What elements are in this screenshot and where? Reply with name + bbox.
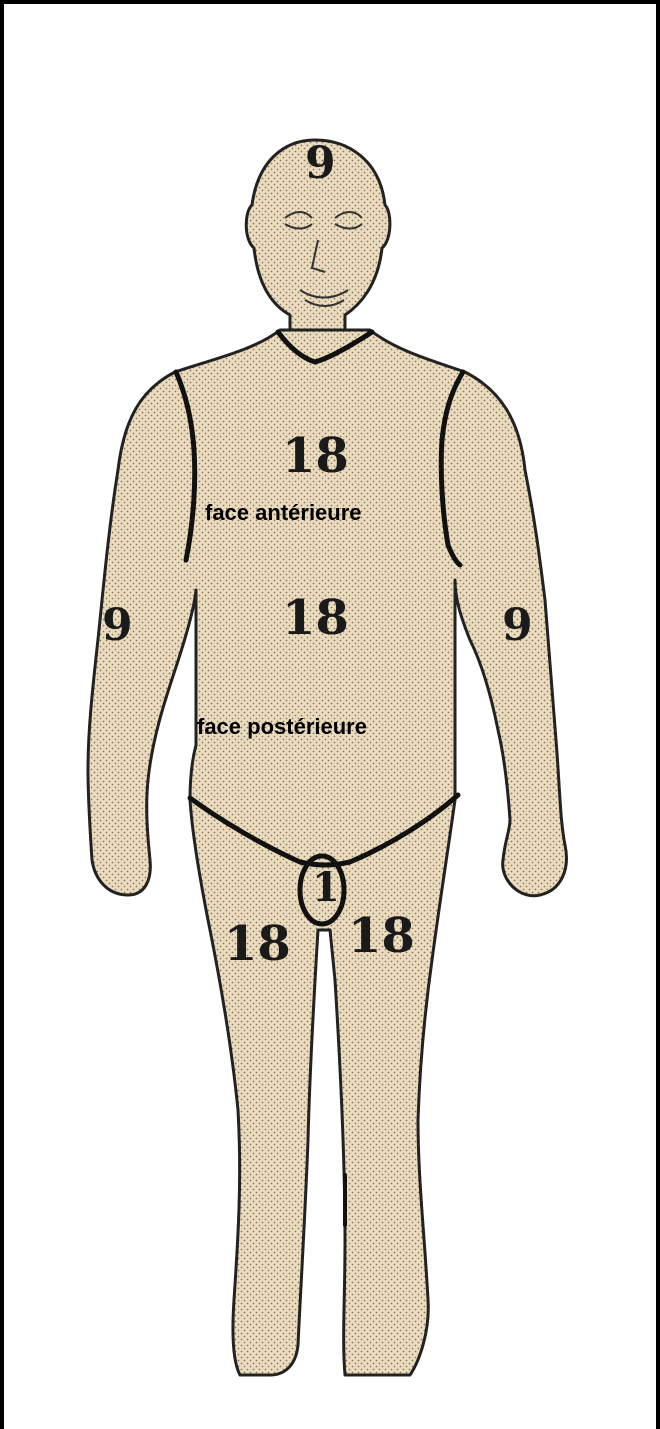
left-leg-percent-label: 18 bbox=[224, 920, 291, 968]
left-arm-percent-label: 9 bbox=[102, 604, 133, 648]
head-percent-label: 9 bbox=[305, 142, 336, 186]
right-arm-percent-label: 9 bbox=[502, 604, 533, 648]
abdomen-percent-label: 18 bbox=[282, 594, 349, 642]
right-leg-percent-label: 18 bbox=[348, 912, 415, 960]
torso-shape bbox=[88, 330, 566, 1375]
perineum-percent-label: 1 bbox=[312, 868, 340, 908]
back-face-label: face postérieure bbox=[197, 716, 367, 738]
front-face-label: face antérieure bbox=[205, 502, 362, 524]
chest-percent-label: 18 bbox=[282, 432, 349, 480]
body-silhouette bbox=[88, 140, 566, 1375]
